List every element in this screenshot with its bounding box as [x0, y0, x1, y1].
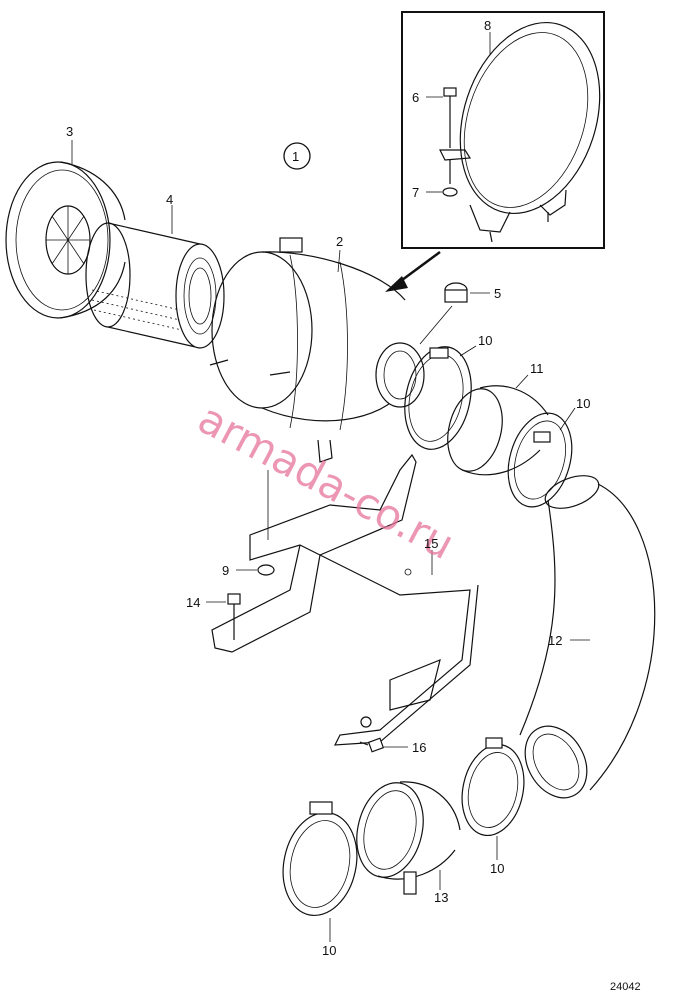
- callout-10-lower-right: 10: [490, 861, 504, 876]
- watermark-text: armada-co.ru: [190, 394, 462, 570]
- end-cover-part-3: [5, 140, 126, 319]
- washer-part-9-icon: [236, 564, 275, 576]
- bracket-part-15: [211, 453, 479, 746]
- group-marker: [283, 142, 311, 170]
- callout-9: 9: [222, 563, 229, 578]
- callout-7: 7: [412, 185, 419, 200]
- inset-detail: [401, 11, 605, 249]
- adapter-part-13: [356, 781, 461, 895]
- callout-8: 8: [484, 18, 491, 33]
- callout-12: 12: [548, 633, 562, 648]
- callout-15: 15: [424, 536, 438, 551]
- hose-clamp-part-10-upper: [404, 345, 477, 450]
- hose-clamp-part-10-right: [507, 407, 576, 508]
- callout-3: 3: [66, 124, 73, 139]
- callout-2: 2: [336, 234, 343, 249]
- callout-5: 5: [494, 286, 501, 301]
- hose-clamp-part-10-lower-right: [461, 737, 525, 860]
- nut-7-icon: [442, 160, 458, 197]
- hose-part-11: [447, 374, 549, 476]
- callout-14: 14: [186, 595, 200, 610]
- hose-clamp-part-10-lower-left: [282, 801, 358, 942]
- bolt-6-icon: [443, 87, 457, 148]
- bolt-part-14-icon: [206, 593, 241, 640]
- callout-labels: 1 3 4 2 5 6 7 8 10 11 10 15 9 14 12 16 1…: [66, 18, 590, 958]
- callout-10-upper: 10: [478, 333, 492, 348]
- elbow-hose-part-12: [519, 475, 656, 799]
- callout-6: 6: [412, 90, 419, 105]
- callout-10-right: 10: [576, 396, 590, 411]
- group-marker-label: 1: [292, 149, 299, 164]
- filter-element-part-4: [85, 205, 225, 349]
- filter-housing-part-2: [209, 237, 425, 463]
- drawing-number: 24042: [610, 981, 641, 993]
- callout-16: 16: [412, 740, 426, 755]
- callout-13: 13: [434, 890, 448, 905]
- bolt-part-16-icon: [359, 737, 408, 753]
- plug-part-5-icon: [419, 282, 490, 345]
- callout-10-lower-left: 10: [322, 943, 336, 958]
- inset-pointer-arrow: [385, 250, 441, 292]
- callout-11: 11: [530, 361, 544, 376]
- callout-4: 4: [166, 192, 173, 207]
